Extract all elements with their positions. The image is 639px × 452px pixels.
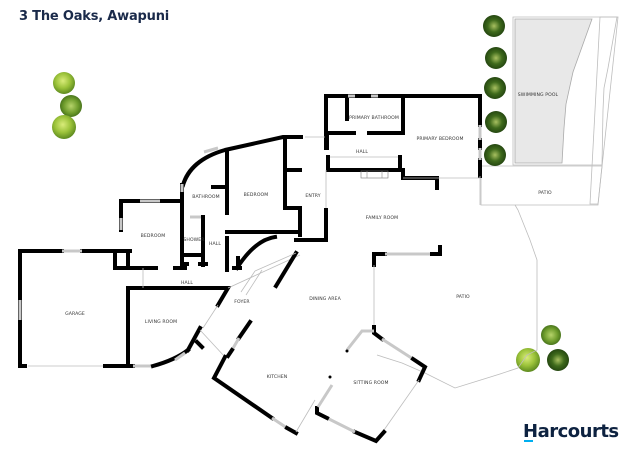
garage-living-walls	[18, 249, 232, 369]
label-patio-upper: PATIO	[538, 190, 552, 196]
label-bedroom-2: BEDROOM	[141, 233, 166, 239]
bedroom-wing-walls	[180, 135, 329, 272]
label-garage: GARAGE	[65, 311, 85, 317]
palm-trees	[483, 15, 569, 371]
label-family-room: FAMILY ROOM	[366, 215, 398, 221]
label-bathroom: BATHROOM	[192, 194, 219, 200]
label-dining-area: DINING AREA	[309, 296, 341, 302]
label-living-room: LIVING ROOM	[145, 319, 177, 325]
central-walls	[199, 250, 316, 436]
shrubs	[52, 72, 561, 372]
label-hall-upper: HALL	[356, 149, 368, 155]
label-foyer: FOYER	[234, 299, 250, 305]
property-title: 3 The Oaks, Awapuni	[19, 9, 170, 24]
label-primary-bathroom: PRIMARY BATHROOM	[349, 115, 399, 121]
label-entry: ENTRY	[305, 193, 320, 199]
label-sitting-room: SITTING ROOM	[353, 380, 388, 386]
label-swimming-pool: SWIMMING POOL	[518, 92, 559, 98]
label-primary-bedroom: PRIMARY BEDROOM	[416, 136, 463, 142]
label-patio-lower: PATIO	[456, 294, 470, 300]
label-hall-lower: HALL	[181, 280, 193, 286]
family-sitting-walls	[315, 245, 442, 444]
harcourts-logo: Harcourts	[523, 421, 619, 442]
pool-area	[480, 16, 619, 206]
room-labels: SWIMMING POOL PRIMARY BATHROOM PRIMARY B…	[65, 92, 558, 386]
label-bedroom-1: BEDROOM	[244, 192, 269, 198]
bedroom-2-walls	[113, 199, 187, 270]
label-hall-small: HALL	[209, 241, 221, 247]
label-shower: SHOWER	[183, 237, 205, 243]
primary-suite-walls	[324, 94, 482, 205]
label-kitchen: KITCHEN	[267, 374, 288, 380]
logo-accent-bar	[524, 440, 533, 442]
